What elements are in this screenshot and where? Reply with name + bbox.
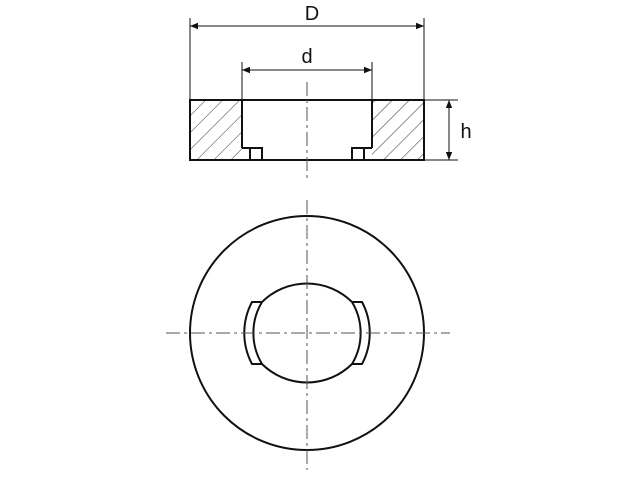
notch-left xyxy=(242,147,263,160)
right-slot xyxy=(350,301,371,365)
label-D: D xyxy=(305,3,319,25)
dimension-d: d xyxy=(241,46,373,100)
top-view xyxy=(166,200,450,470)
left-slot xyxy=(243,301,264,365)
dimension-h: h xyxy=(424,99,472,161)
right-wall-hatch xyxy=(372,100,424,160)
dimension-D: D xyxy=(189,3,425,100)
section-view xyxy=(189,82,425,178)
label-d: d xyxy=(301,46,312,68)
left-wall-hatch xyxy=(190,100,242,160)
label-h: h xyxy=(460,121,471,143)
notch-right xyxy=(351,147,372,160)
